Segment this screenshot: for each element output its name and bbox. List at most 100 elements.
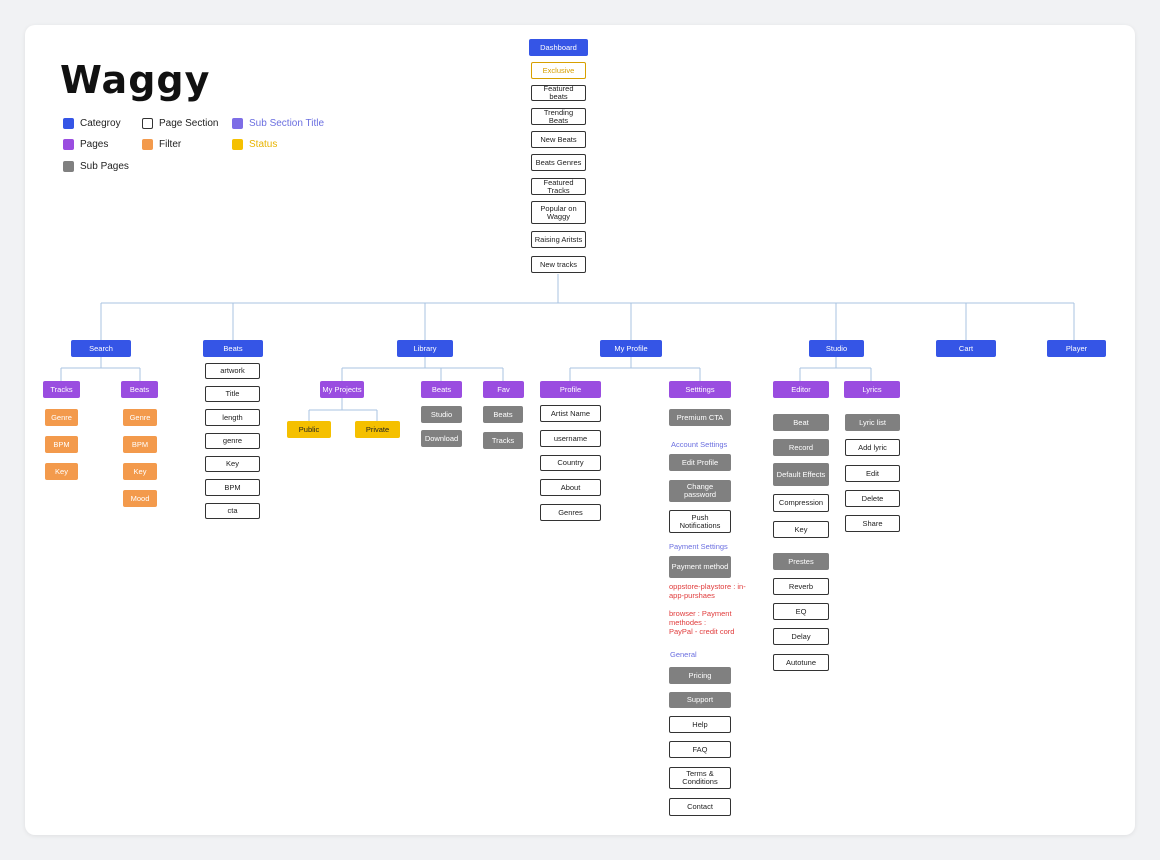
profile-section[interactable]: Genres bbox=[540, 504, 601, 521]
subpage[interactable]: Change password bbox=[669, 480, 731, 502]
editor-section[interactable]: Key bbox=[773, 521, 829, 538]
category-library[interactable]: Library bbox=[397, 340, 453, 357]
filter-chip[interactable]: Genre bbox=[45, 409, 78, 426]
dashboard-item[interactable]: New Beats bbox=[531, 131, 586, 148]
subpage[interactable]: Tracks bbox=[483, 432, 523, 449]
store-payment-note: oppstore-playstore : in-app-purshaes bbox=[669, 582, 746, 600]
legend-filter: Filter bbox=[142, 139, 181, 150]
premium-cta-subpage[interactable]: Premium CTA bbox=[669, 409, 731, 426]
profile-section[interactable]: Country bbox=[540, 455, 601, 471]
lyrics-section[interactable]: Add lyric bbox=[845, 439, 900, 456]
filter-chip[interactable]: BPM bbox=[123, 436, 157, 453]
studio-editor-page[interactable]: Editor bbox=[773, 381, 829, 398]
beats-section[interactable]: Key bbox=[205, 456, 260, 472]
dashboard-item[interactable]: Raising Aritsts bbox=[531, 231, 586, 248]
legend-swatch-status bbox=[232, 139, 243, 150]
general-section[interactable]: Help bbox=[669, 716, 731, 733]
subpage[interactable]: Studio bbox=[421, 406, 462, 423]
legend-label: Filter bbox=[159, 139, 182, 150]
subpage[interactable]: Lyric list bbox=[845, 414, 900, 431]
legend-sub-pages: Sub Pages bbox=[63, 161, 129, 172]
legend-category: Categroy bbox=[63, 118, 121, 129]
subpage[interactable]: Beat bbox=[773, 414, 829, 431]
category-my-profile[interactable]: My Profile bbox=[600, 340, 662, 357]
library-fav-page[interactable]: Fav bbox=[483, 381, 524, 398]
profile-section[interactable]: username bbox=[540, 430, 601, 447]
dashboard-item[interactable]: Popular on Waggy bbox=[531, 201, 586, 224]
subpage[interactable]: Prestes bbox=[773, 553, 829, 570]
editor-section[interactable]: Autotune bbox=[773, 654, 829, 671]
category-search[interactable]: Search bbox=[71, 340, 131, 357]
general-section[interactable]: Contact bbox=[669, 798, 731, 816]
editor-section[interactable]: EQ bbox=[773, 603, 829, 620]
settings-page[interactable]: Setttings bbox=[669, 381, 731, 398]
dashboard-item[interactable]: New tracks bbox=[531, 256, 586, 273]
subpage[interactable]: Record bbox=[773, 439, 829, 456]
editor-section[interactable]: Delay bbox=[773, 628, 829, 645]
profile-section[interactable]: About bbox=[540, 479, 601, 496]
legend-page-section: Page Section bbox=[142, 118, 219, 129]
dashboard-item[interactable]: Beats Genres bbox=[531, 154, 586, 171]
beats-section[interactable]: BPM bbox=[205, 479, 260, 496]
legend-swatch-page-section bbox=[142, 118, 153, 129]
subpage[interactable]: Support bbox=[669, 692, 731, 708]
search-tracks-page[interactable]: Tracks bbox=[43, 381, 80, 398]
legend-label: Status bbox=[249, 139, 278, 150]
legend-label: Categroy bbox=[80, 118, 121, 129]
category-beats[interactable]: Beats bbox=[203, 340, 263, 357]
beats-section[interactable]: artwork bbox=[205, 363, 260, 379]
general-section[interactable]: FAQ bbox=[669, 741, 731, 758]
dashboard-node[interactable]: Dashboard bbox=[529, 39, 588, 56]
payment-settings-title: Payment Settings bbox=[669, 542, 728, 551]
category-player[interactable]: Player bbox=[1047, 340, 1106, 357]
category-studio[interactable]: Studio bbox=[809, 340, 864, 357]
legend-pages: Pages bbox=[63, 139, 108, 150]
lyrics-section[interactable]: Delete bbox=[845, 490, 900, 507]
dashboard-item[interactable]: Featured beats bbox=[531, 85, 586, 101]
filter-chip[interactable]: Key bbox=[45, 463, 78, 480]
search-beats-page[interactable]: Beats bbox=[121, 381, 158, 398]
status-public[interactable]: Public bbox=[287, 421, 331, 438]
legend-swatch-sub-pages bbox=[63, 161, 74, 172]
library-beats-page[interactable]: Beats bbox=[421, 381, 462, 398]
browser-payment-note: browser : Payment methodes : PayPal - cr… bbox=[669, 609, 735, 636]
status-private[interactable]: Private bbox=[355, 421, 400, 438]
payment-method-subpage[interactable]: Payment method bbox=[669, 556, 731, 578]
editor-section[interactable]: Compression bbox=[773, 494, 829, 512]
dashboard-item[interactable]: Trending Beats bbox=[531, 108, 586, 125]
beats-section[interactable]: cta bbox=[205, 503, 260, 519]
profile-page[interactable]: Profile bbox=[540, 381, 601, 398]
beats-section[interactable]: genre bbox=[205, 433, 260, 449]
dashboard-item[interactable]: Exclusive bbox=[531, 62, 586, 79]
legend-status: Status bbox=[232, 139, 277, 150]
legend-swatch-pages bbox=[63, 139, 74, 150]
lyrics-section[interactable]: Edit bbox=[845, 465, 900, 482]
filter-chip[interactable]: Mood bbox=[123, 490, 157, 507]
subpage[interactable]: Default Effects bbox=[773, 463, 829, 486]
filter-chip[interactable]: Key bbox=[123, 463, 157, 480]
general-title: General bbox=[670, 650, 697, 659]
subpage[interactable]: Edit Profile bbox=[669, 454, 731, 471]
beats-section[interactable]: Title bbox=[205, 386, 260, 402]
diagram-title: Waggy bbox=[60, 58, 211, 102]
subpage[interactable]: Download bbox=[421, 430, 462, 447]
lyrics-section[interactable]: Share bbox=[845, 515, 900, 532]
filter-chip[interactable]: Genre bbox=[123, 409, 157, 426]
push-notifications-section[interactable]: Push Notifications bbox=[669, 510, 731, 533]
filter-chip[interactable]: BPM bbox=[45, 436, 78, 453]
editor-section[interactable]: Reverb bbox=[773, 578, 829, 595]
beats-section[interactable]: length bbox=[205, 409, 260, 426]
profile-section[interactable]: Artist Name bbox=[540, 405, 601, 422]
category-cart[interactable]: Cart bbox=[936, 340, 996, 357]
legend-label: Page Section bbox=[159, 118, 219, 129]
subpage[interactable]: Pricing bbox=[669, 667, 731, 684]
legend-swatch-filter bbox=[142, 139, 153, 150]
account-settings-title: Account Settings bbox=[671, 440, 728, 449]
legend-swatch-sub-section-title bbox=[232, 118, 243, 129]
subpage[interactable]: Beats bbox=[483, 406, 523, 423]
studio-lyrics-page[interactable]: Lyrics bbox=[844, 381, 900, 398]
library-my-projects-page[interactable]: My Projects bbox=[320, 381, 364, 398]
general-section[interactable]: Terms & Conditions bbox=[669, 767, 731, 789]
legend-label: Sub Pages bbox=[80, 161, 129, 172]
dashboard-item[interactable]: Featured Tracks bbox=[531, 178, 586, 195]
